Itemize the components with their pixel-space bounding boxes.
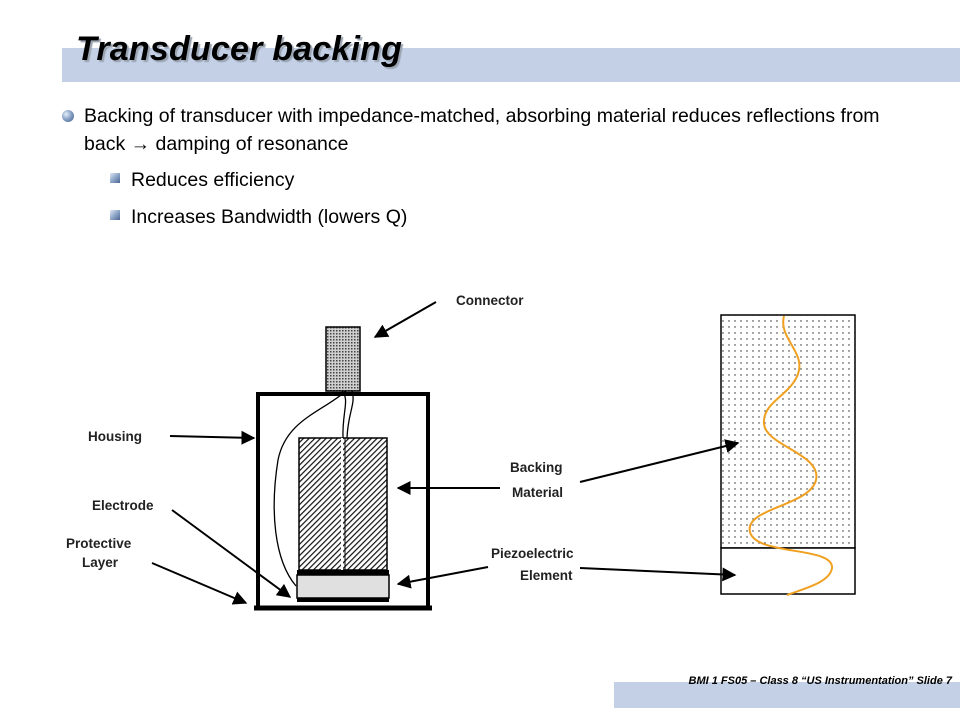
label-piezo-2: Element <box>520 568 573 583</box>
schematic-piezo <box>720 547 856 595</box>
schematic-backing <box>720 314 856 549</box>
slide-footer: BMI 1 FS05 – Class 8 “US Instrumentation… <box>688 675 952 687</box>
wire <box>341 390 347 439</box>
label-housing: Housing <box>88 429 142 444</box>
sub-bullet-bandwidth: Increases Bandwidth (lowers Q) <box>131 206 408 228</box>
label-protective-1: Protective <box>66 536 132 551</box>
footer-bar <box>614 682 960 708</box>
label-backing-2: Material <box>512 485 563 500</box>
electrode-wire <box>273 390 347 587</box>
electrode-top <box>297 570 389 575</box>
label-piezo-1: Piezoelectric <box>491 546 574 561</box>
square-bullet-icon <box>110 173 120 183</box>
square-bullet-icon <box>110 210 120 220</box>
piezo-element <box>296 574 390 599</box>
wire <box>346 390 354 439</box>
label-backing-1: Backing <box>510 460 563 475</box>
label-connector: Connector <box>456 293 524 308</box>
electrode-bottom <box>297 598 389 602</box>
damped-wave-curve <box>748 315 834 596</box>
label-protective-2: Layer <box>82 555 119 570</box>
slide-title: Transducer backing <box>76 30 403 68</box>
connector-block <box>325 326 361 392</box>
arrow-piezo-schematic <box>579 567 737 582</box>
sub-bullet-efficiency: Reduces efficiency <box>131 169 295 191</box>
arrow-piezo <box>396 566 489 589</box>
bullet-dot-icon <box>62 110 74 122</box>
arrow-connector <box>373 301 437 338</box>
arrow-housing <box>169 430 256 445</box>
arrow-backing-schematic <box>579 439 740 483</box>
title-bar <box>62 48 960 82</box>
arrow-protective-layer <box>151 562 248 605</box>
main-bullet: Backing of transducer with impedance-mat… <box>84 105 880 155</box>
label-electrode: Electrode <box>92 498 154 513</box>
arrow-electrode <box>171 509 292 598</box>
